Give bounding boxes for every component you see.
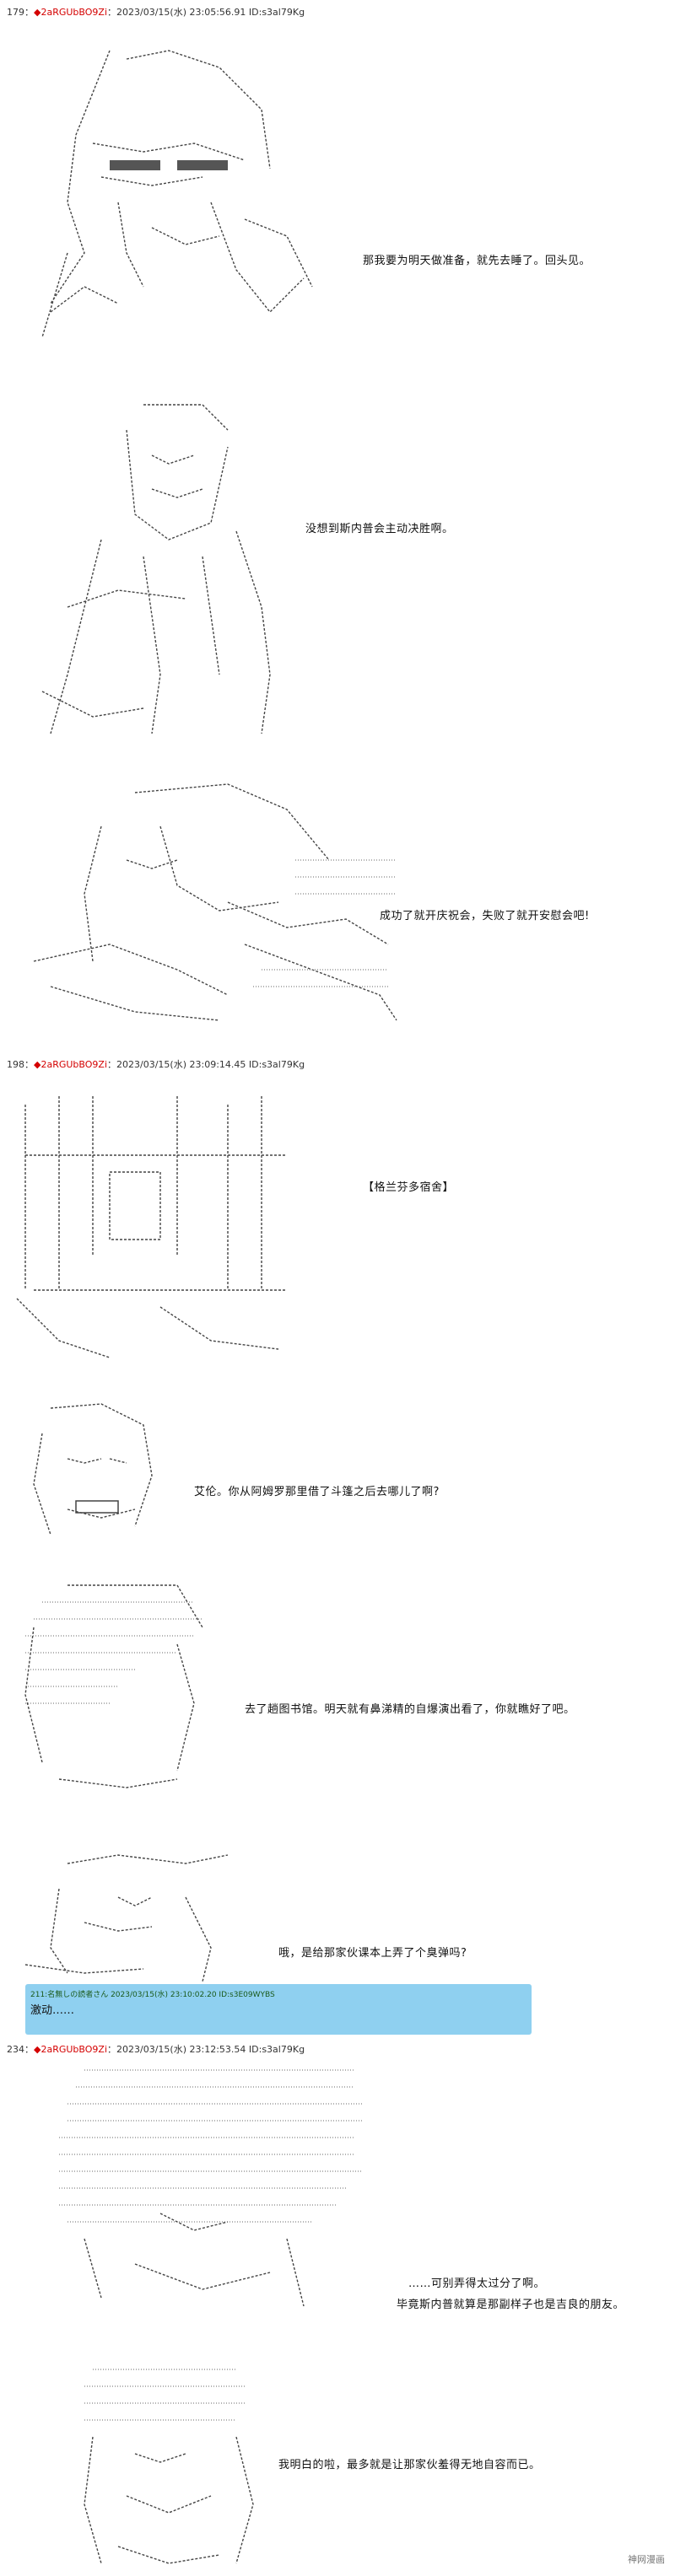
post-id: ID:s3al79Kg <box>248 7 305 18</box>
dialog-line-8b: 毕竟斯内普就算是那副样子也是吉良的朋友。 <box>397 2299 625 2311</box>
dialog-line-1: 那我要为明天做准备，就先去睡了。回头见。 <box>363 255 591 267</box>
ascii-art-character-1 <box>17 34 321 363</box>
post-number: 179 <box>7 7 24 18</box>
ascii-art-character-8 <box>34 2062 371 2315</box>
post-number: 234 <box>7 2044 24 2055</box>
dialog-line-9: 我明白的啦，最多就是让那家伙羞得无地自容而已。 <box>278 2459 541 2471</box>
post-trip[interactable]: ◆2aRGUbBO9Zi <box>34 7 108 18</box>
reply-post-header: 211:名無しの読者さん 2023/03/15(水) 23:10:02.20 I… <box>30 1991 275 1999</box>
ascii-art-dormitory-scene <box>8 1088 304 1366</box>
ascii-art-character-2 <box>17 396 304 750</box>
ascii-art-character-7 <box>17 1847 245 1982</box>
post-header-179: 179：◆2aRGUbBO9Zi：2023/03/15(水) 23:05:56.… <box>7 7 305 18</box>
reply-post-text: 激动…… <box>30 2004 75 2017</box>
post-trip[interactable]: ◆2aRGUbBO9Zi <box>34 2044 108 2055</box>
post-datetime: 2023/03/15(水) 23:09:14.45 <box>116 1059 246 1070</box>
ascii-art-character-9 <box>68 2361 278 2572</box>
dialog-line-6: 去了趟图书馆。明天就有鼻涕精的自爆演出看了，你就瞧好了吧。 <box>245 1703 575 1716</box>
post-header-234: 234：◆2aRGUbBO9Zi：2023/03/15(水) 23:12:53.… <box>7 2044 305 2055</box>
post-number: 198 <box>7 1059 24 1070</box>
dialog-line-7: 哦，是给那家伙课本上弄了个臭弹吗? <box>278 1947 467 1960</box>
post-id: ID:s3al79Kg <box>248 2044 305 2055</box>
dialog-line-5: 艾伦。你从阿姆罗那里借了斗篷之后去哪儿了啊? <box>194 1486 440 1498</box>
post-trip[interactable]: ◆2aRGUbBO9Zi <box>34 1059 108 1070</box>
dialog-line-3: 成功了就开庆祝会，失败了就开安慰会吧! <box>380 910 590 922</box>
ascii-art-character-6 <box>8 1577 219 1796</box>
post-id: ID:s3al79Kg <box>248 1059 305 1070</box>
post-datetime: 2023/03/15(水) 23:05:56.91 <box>116 7 246 18</box>
ascii-art-character-5 <box>17 1400 169 1543</box>
post-header-198: 198：◆2aRGUbBO9Zi：2023/03/15(水) 23:09:14.… <box>7 1059 305 1070</box>
reply-post-box: 211:名無しの読者さん 2023/03/15(水) 23:10:02.20 I… <box>25 1984 532 2035</box>
dialog-line-8a: ……可别弄得太过分了啊。 <box>408 2278 546 2290</box>
watermark-logo: 神网漫画 <box>628 2554 665 2565</box>
ascii-art-character-3 <box>8 776 405 1029</box>
dialog-line-4: 【格兰芬多宿舍】 <box>363 1181 455 1194</box>
dialog-line-2: 没想到斯内普会主动决胜啊。 <box>305 523 454 535</box>
post-datetime: 2023/03/15(水) 23:12:53.54 <box>116 2044 246 2055</box>
